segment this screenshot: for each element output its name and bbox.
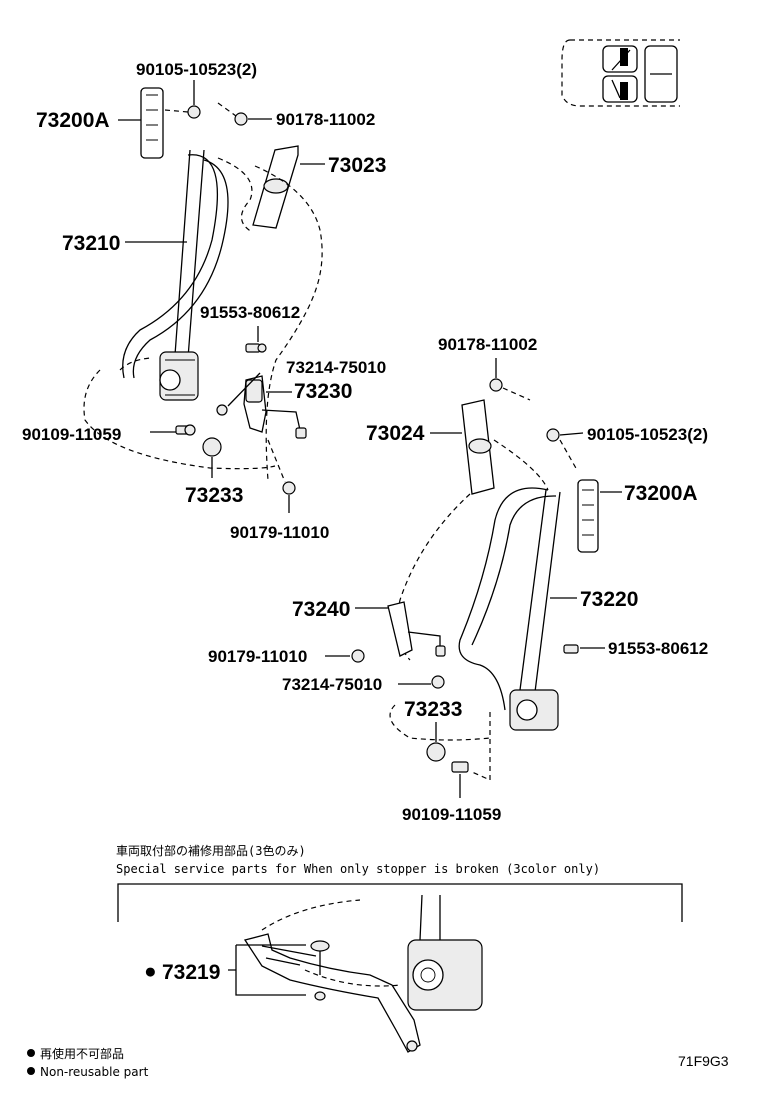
callout-anchor-left: 73200A xyxy=(36,109,110,132)
service-parts-section: 車両取付部の補修用部品(3色のみ) Special service parts … xyxy=(116,843,683,1053)
callout-bolt-buckle-left: 73214-75010 xyxy=(286,358,386,377)
legend-jp: 再使用不可部品 xyxy=(40,1046,124,1061)
legend: 再使用不可部品 Non-reusable part xyxy=(27,1046,149,1079)
callout-nut-right: 90178-11002 xyxy=(438,335,537,354)
service-note-en: Special service parts for When only stop… xyxy=(116,862,600,876)
callout-belt-left: 73210 xyxy=(62,232,120,255)
diagram-code: 71F9G3 xyxy=(678,1053,729,1069)
right-seat-belt-assembly xyxy=(325,358,622,798)
callout-nut-mid-right: 90179-11010 xyxy=(208,647,307,666)
callout-top-bolt-left: 90105-10523(2) xyxy=(136,60,257,79)
service-note-jp: 車両取付部の補修用部品(3色のみ) xyxy=(116,843,306,858)
callout-top-bolt-right: 90105-10523(2) xyxy=(587,425,708,444)
vehicle-location-key xyxy=(561,39,680,107)
callout-buckle-left: 73230 xyxy=(294,380,352,403)
non-reusable-dot-icon xyxy=(27,1049,35,1057)
callout-buckle-right: 73240 xyxy=(292,598,350,621)
service-part-marker: ● xyxy=(144,960,157,983)
legend-en: Non-reusable part xyxy=(40,1065,149,1079)
callout-labels: 90105-10523(2) 73200A 90178-11002 73023 … xyxy=(22,60,708,824)
left-seat-belt-assembly xyxy=(83,80,325,513)
callout-bolt-mid-right: 91553-80612 xyxy=(608,639,708,658)
callout-nut-left: 90178-11002 xyxy=(276,110,375,129)
callout-service-part: 73219 xyxy=(162,961,220,984)
callout-bolt-lower-left: 90109-11059 xyxy=(22,425,121,444)
callout-belt-right: 73220 xyxy=(580,588,638,611)
callout-cover-right: 73024 xyxy=(366,422,425,445)
callout-cover-left: 73023 xyxy=(328,154,386,177)
callout-bolt-buckle-right: 73214-75010 xyxy=(282,675,382,694)
non-reusable-dot-icon xyxy=(27,1067,35,1075)
callout-bolt-left-mid: 91553-80612 xyxy=(200,303,300,322)
callout-stopper-right: 73233 xyxy=(404,698,462,721)
callout-bolt-lower-right: 90109-11059 xyxy=(402,805,501,824)
callout-nut-lower-left: 90179-11010 xyxy=(230,523,329,542)
callout-anchor-right: 73200A xyxy=(624,482,698,505)
callout-stopper-left: 73233 xyxy=(185,484,243,507)
